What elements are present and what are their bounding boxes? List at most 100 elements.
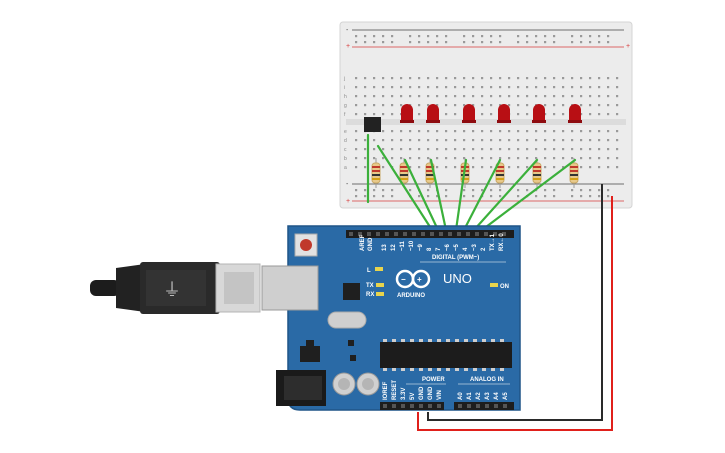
- green-wires: [366, 133, 577, 232]
- terminal-hole: [409, 139, 412, 142]
- terminal-hole: [364, 139, 367, 142]
- rail-hole: [580, 189, 583, 192]
- resistor[interactable]: [399, 158, 409, 188]
- svg-text:a: a: [344, 165, 347, 171]
- terminal-hole: [355, 166, 358, 169]
- reset-button-cap[interactable]: [300, 239, 312, 251]
- rail-hole: [418, 35, 421, 38]
- terminal-hole: [598, 139, 601, 142]
- terminal-hole: [355, 139, 358, 142]
- led[interactable]: [426, 104, 440, 123]
- rail-hole: [598, 41, 601, 44]
- svg-text:f: f: [344, 112, 346, 118]
- terminal-hole: [454, 166, 457, 169]
- breadboard[interactable]: + + - j i h g f e d c b a - +: [339, 21, 633, 209]
- model-label: UNO: [443, 271, 472, 286]
- power-wire-red[interactable]: [417, 196, 613, 431]
- terminal-hole: [472, 77, 475, 80]
- rail-hole: [427, 41, 430, 44]
- tx-led: [376, 283, 384, 287]
- resistor[interactable]: [569, 158, 579, 188]
- ground-wire-black[interactable]: [427, 184, 603, 421]
- terminal-hole: [598, 157, 601, 160]
- terminal-hole: [598, 104, 601, 107]
- terminal-hole: [517, 139, 520, 142]
- terminal-hole: [481, 104, 484, 107]
- signal-wire[interactable]: [403, 158, 440, 232]
- terminal-hole: [535, 139, 538, 142]
- bottom-pin-holes: [383, 404, 507, 408]
- analog-pin: [458, 404, 462, 408]
- terminal-hole: [481, 86, 484, 89]
- terminal-hole: [427, 139, 430, 142]
- terminal-hole: [580, 95, 583, 98]
- terminal-hole: [400, 95, 403, 98]
- terminal-hole: [589, 104, 592, 107]
- signal-wire[interactable]: [472, 158, 539, 232]
- signal-wire[interactable]: [429, 158, 448, 232]
- digital-pin-holes: [349, 232, 506, 236]
- resistor[interactable]: [371, 158, 381, 188]
- led[interactable]: [497, 104, 511, 123]
- rail-hole: [607, 189, 610, 192]
- terminal-hole: [472, 86, 475, 89]
- signal-wire[interactable]: [454, 158, 468, 232]
- led[interactable]: [568, 104, 582, 123]
- rail-hole: [463, 35, 466, 38]
- terminal-hole: [418, 77, 421, 80]
- rail-hole: [526, 41, 529, 44]
- led[interactable]: [532, 104, 546, 123]
- rx-led: [376, 292, 384, 296]
- resistor[interactable]: [495, 158, 505, 188]
- digital-pin-label: 7: [436, 247, 442, 251]
- terminal-hole: [535, 130, 538, 133]
- terminal-hole: [553, 95, 556, 98]
- terminal-hole: [553, 104, 556, 107]
- terminal-hole: [589, 166, 592, 169]
- terminal-hole: [391, 113, 394, 116]
- header-pin: [448, 232, 452, 236]
- terminal-hole: [391, 139, 394, 142]
- header-pin: [403, 232, 407, 236]
- rail-hole: [490, 189, 493, 192]
- svg-text:−: −: [401, 275, 406, 284]
- signal-wire[interactable]: [376, 144, 434, 232]
- usb-controller-chip: [343, 283, 360, 300]
- terminal-hole: [571, 157, 574, 160]
- svg-text:g: g: [344, 103, 347, 109]
- terminal-hole: [490, 95, 493, 98]
- terminal-hole: [436, 104, 439, 107]
- signal-wire[interactable]: [480, 158, 577, 232]
- led[interactable]: [400, 104, 414, 123]
- rail-hole: [373, 41, 376, 44]
- header-pin: [484, 232, 488, 236]
- terminal-hole: [463, 95, 466, 98]
- resistor[interactable]: [532, 158, 542, 188]
- terminal-hole: [607, 95, 610, 98]
- terminal-hole: [526, 95, 529, 98]
- terminal-hole: [481, 157, 484, 160]
- power-pin: [392, 404, 396, 408]
- terminal-hole: [391, 86, 394, 89]
- terminal-hole: [616, 86, 619, 89]
- led[interactable]: [462, 104, 476, 123]
- sensor-chip[interactable]: [364, 117, 381, 132]
- signal-wire[interactable]: [462, 158, 502, 232]
- rail-hole: [364, 189, 367, 192]
- terminal-hole: [409, 77, 412, 80]
- terminal-hole: [382, 86, 385, 89]
- top-rail-holes: [355, 35, 610, 44]
- rail-hole: [427, 189, 430, 192]
- rail-hole: [355, 35, 358, 38]
- analog-header: [454, 402, 514, 410]
- rx-label: RX: [366, 292, 374, 298]
- usb-cable[interactable]: ⏚: [90, 262, 261, 314]
- rail-hole: [472, 35, 475, 38]
- rail-hole: [445, 35, 448, 38]
- terminal-hole: [490, 86, 493, 89]
- rail-hole: [481, 41, 484, 44]
